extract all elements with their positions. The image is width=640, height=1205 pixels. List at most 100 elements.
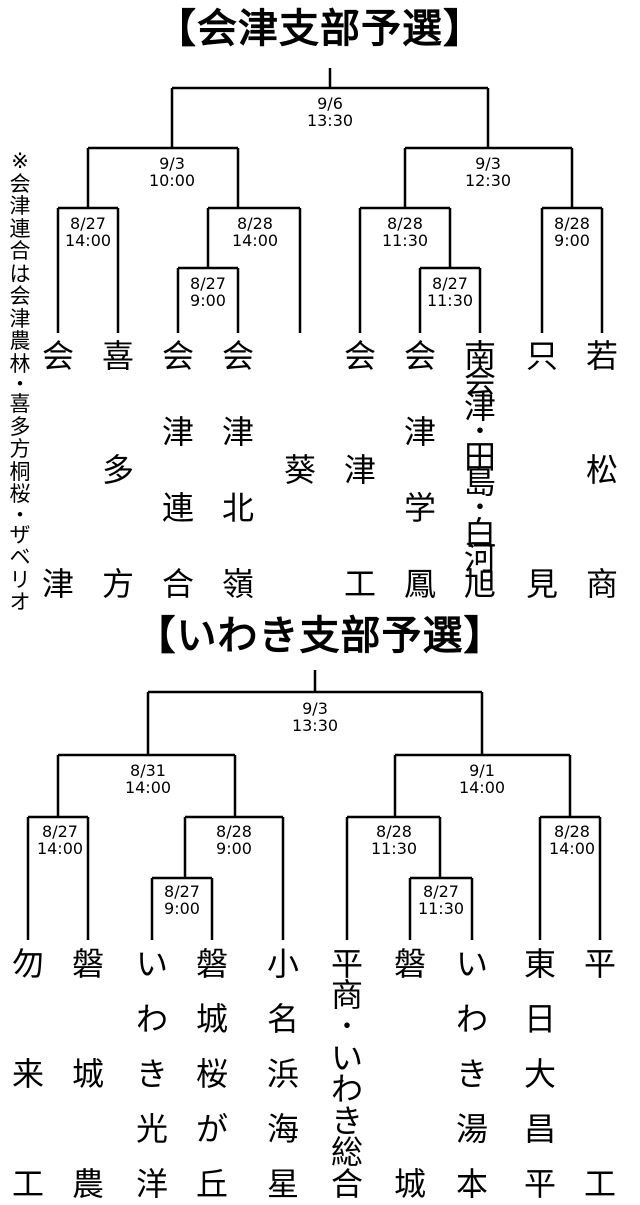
iwaki-team-10: 平工	[575, 945, 625, 1203]
aizu-team-char: 会	[221, 337, 254, 375]
iwaki-team-3: いわき光洋	[127, 945, 177, 1203]
aizu-note-char: 林	[9, 351, 31, 376]
aizu-team-4: 会津北嶺	[213, 337, 263, 603]
aizu-team-8: 南会津・田島・白河旭	[455, 337, 505, 603]
aizu-team-char: 商	[585, 564, 618, 603]
iwaki-team-char: き	[330, 1101, 363, 1140]
iwaki-section-title: 【いわき支部予選】	[135, 613, 505, 659]
iwaki-team-char: 合	[330, 1164, 363, 1203]
aizu-team-char: 北	[221, 488, 254, 527]
aizu-team-char: 見	[525, 564, 558, 603]
iwaki-team-5: 小名浜海星	[258, 945, 308, 1203]
iwaki-team-6: 平商・いわき総合	[322, 945, 372, 1203]
aizu-team-char: 松	[585, 450, 618, 489]
aizu-section-title: 【会津支部予選】	[156, 6, 484, 52]
aizu-team-char: 会	[343, 337, 376, 375]
aizu-team-char: 田	[463, 438, 496, 477]
aizu-team-char: 葵	[283, 450, 316, 489]
aizu-team-char: 方	[101, 564, 134, 603]
aizu-team-6: 会津工	[335, 337, 385, 603]
iwaki-team-char: 農	[71, 1164, 104, 1203]
aizu-note-char: 合	[9, 239, 31, 263]
iwaki-team-char: 名	[266, 999, 299, 1038]
iwaki-team-char: 桜	[195, 1054, 228, 1093]
iwaki-team-char: 星	[266, 1164, 299, 1203]
aizu-team-char: 工	[343, 564, 376, 603]
iwaki-team-char: 城	[195, 999, 228, 1038]
iwaki-team-char: 磐	[393, 945, 426, 983]
aizu-note-char: ベ	[9, 545, 31, 569]
iwaki-team-char: 来	[11, 1054, 44, 1093]
iwaki-team-char: 昌	[523, 1109, 556, 1148]
iwaki-team-char: わ	[135, 999, 168, 1038]
aizu-team-2: 喜多方	[93, 337, 143, 603]
iwaki-team-char: い	[330, 1039, 363, 1078]
aizu-team-char: 津	[463, 387, 496, 426]
aizu-team-char: 連	[161, 488, 194, 527]
aizu-note-char: ザ	[9, 522, 31, 547]
aizu-note-char: 喜	[9, 392, 31, 416]
iwaki-team-char: 東	[523, 945, 556, 983]
iwaki-team-char: わ	[455, 999, 488, 1038]
aizu-team-char: 会	[161, 337, 194, 375]
aizu-note-char: 会	[9, 171, 31, 196]
aizu-team-char: 会	[463, 362, 496, 401]
iwaki-team-char: 城	[71, 1054, 104, 1093]
iwaki-team-char: わ	[330, 1070, 363, 1109]
iwaki-team-char: 光	[135, 1109, 168, 1148]
aizu-team-char: 合	[161, 564, 194, 603]
aizu-note-char: 桜	[9, 482, 31, 506]
aizu-team-char: 会	[403, 337, 436, 375]
iwaki-team-char: き	[135, 1054, 168, 1093]
aizu-note-char: リ	[9, 567, 31, 592]
aizu-note-char: ※	[11, 149, 29, 173]
aizu-team-char: ・	[466, 492, 493, 523]
iwaki-team-char: 本	[455, 1164, 488, 1203]
iwaki-team-char: が	[195, 1109, 228, 1148]
iwaki-team-4: 磐城桜が丘	[187, 945, 237, 1203]
iwaki-team-2: 磐城農	[63, 945, 113, 1203]
aizu-note-char: 桐	[9, 459, 31, 484]
iwaki-team-char: 工	[11, 1164, 44, 1203]
iwaki-team-char: 洋	[135, 1164, 168, 1203]
aizu-note-char: は	[9, 261, 31, 286]
iwaki-team-char: 城	[393, 1164, 426, 1203]
aizu-team-char: 鳳	[403, 564, 436, 603]
iwaki-team-char: 工	[583, 1164, 616, 1203]
aizu-team-char: 津	[343, 450, 376, 489]
iwaki-team-char: 平	[583, 945, 616, 983]
aizu-team-9: 只見	[517, 337, 567, 603]
iwaki-team-char: 勿	[11, 945, 44, 983]
aizu-team-char: 白	[463, 514, 496, 553]
iwaki-team-char: 大	[523, 1054, 556, 1093]
aizu-team-char: 多	[101, 450, 134, 489]
iwaki-team-char: 日	[523, 999, 556, 1038]
aizu-team-char: 津	[403, 412, 436, 451]
aizu-note-char: 連	[9, 216, 31, 241]
aizu-note-char: 方	[9, 437, 31, 461]
iwaki-team-char: 平	[330, 945, 363, 983]
iwaki-team-char: ・	[333, 1011, 360, 1042]
aizu-team-char: 只	[525, 337, 558, 375]
iwaki-team-char: き	[455, 1054, 488, 1093]
aizu-team-char: 学	[403, 488, 436, 527]
aizu-note-char: オ	[9, 590, 31, 614]
iwaki-team-char: 海	[266, 1109, 299, 1148]
aizu-team-char: 河	[463, 539, 496, 578]
aizu-team-char: 若	[585, 337, 618, 375]
iwaki-team-char: 磐	[195, 945, 228, 983]
iwaki-team-char: 小	[266, 945, 299, 983]
aizu-team-1: 会津	[33, 337, 83, 603]
aizu-team-char: 津	[41, 564, 74, 603]
iwaki-team-1: 勿来工	[3, 945, 53, 1203]
